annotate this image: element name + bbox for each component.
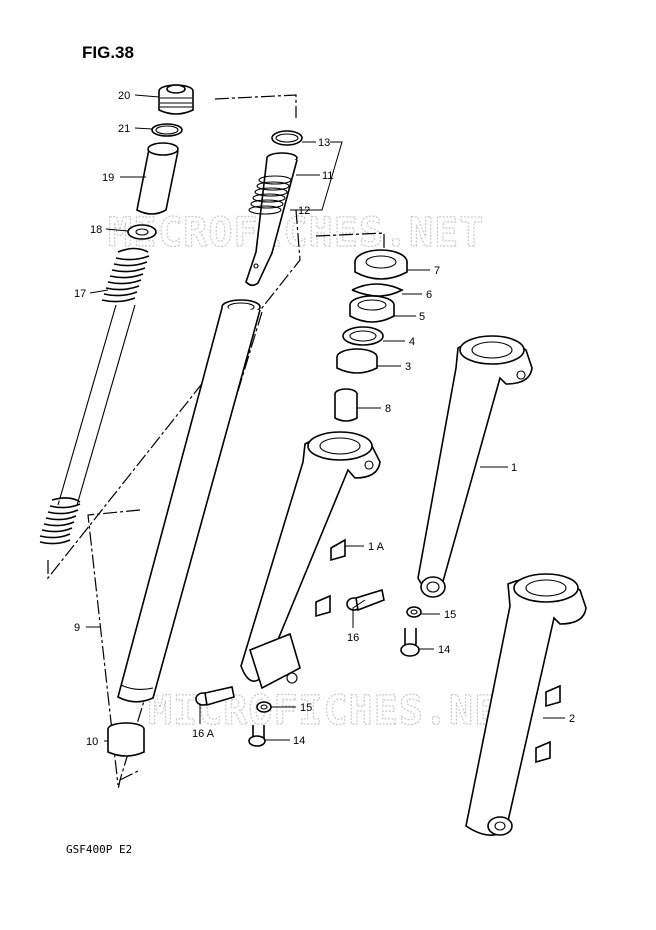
inner-tube-part	[117, 299, 261, 703]
figure-title: FIG.38	[82, 43, 134, 62]
slide-bushing-part	[107, 722, 145, 757]
dust-seal-part	[354, 249, 408, 280]
assembly-outline-outer	[87, 232, 385, 791]
gasket-15-left-part	[256, 701, 272, 713]
fork-spring-part	[39, 247, 150, 545]
oil-seal-part	[349, 295, 395, 323]
leader-lines	[86, 94, 565, 742]
callout-3: 3	[405, 361, 411, 373]
callout-13: 13	[318, 137, 330, 149]
callout-14-right: 14	[438, 644, 450, 656]
cap-bolt-part	[158, 84, 194, 115]
callout-19: 19	[102, 172, 114, 184]
model-code: GSF400P E2	[66, 843, 132, 856]
guide-bushing-part	[336, 348, 378, 374]
oil-seal-retainer-part	[342, 326, 384, 346]
callout-9: 9	[74, 622, 80, 634]
callout-15-left: 15	[300, 702, 312, 714]
callout-7: 7	[434, 265, 440, 277]
callout-8: 8	[385, 403, 391, 415]
damper-bolt-16-part	[346, 588, 385, 612]
callout-4: 4	[409, 336, 415, 348]
spring-seat-part	[127, 224, 157, 240]
drain-screw-14-left-part	[248, 725, 266, 747]
callout-16: 16	[347, 632, 359, 644]
stopper-ring-part	[351, 283, 404, 297]
callout-2: 2	[569, 713, 575, 725]
callout-10: 10	[86, 736, 98, 748]
callout-15-right: 15	[444, 609, 456, 621]
outer-tube-2-part	[465, 573, 587, 836]
spacer-tube-part	[136, 142, 179, 215]
callout-20: 20	[118, 90, 130, 102]
outer-tube-1-part	[417, 335, 533, 598]
piston-ring-part	[271, 130, 303, 146]
callout-12: 12	[298, 205, 310, 217]
callout-18: 18	[90, 224, 102, 236]
damper-rod-part	[245, 152, 298, 287]
callout-16a: 16 A	[192, 728, 215, 740]
drain-screw-14-right-part	[400, 628, 420, 657]
callout-1a: 1 A	[368, 541, 385, 553]
callout-14-left: 14	[293, 735, 305, 747]
callout-1: 1	[511, 462, 517, 474]
gasket-15-right-part	[406, 606, 422, 618]
assembly-outline-inner	[47, 94, 301, 580]
callout-11: 11	[322, 170, 333, 182]
callout-5: 5	[419, 311, 425, 323]
callout-17: 17	[74, 288, 86, 300]
o-ring-part	[151, 123, 183, 137]
outer-tube-1a-part	[240, 431, 381, 690]
watermark-top: MICROFICHES.NET	[108, 210, 484, 256]
damper-bolt-16a-part	[195, 686, 235, 707]
callout-21: 21	[118, 123, 130, 135]
callout-6: 6	[426, 289, 432, 301]
oil-lock-piece-part	[334, 388, 358, 422]
